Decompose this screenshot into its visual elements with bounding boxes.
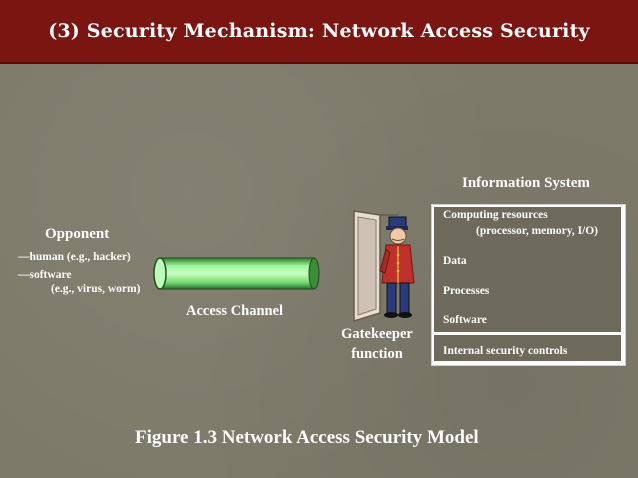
- opponent-title: Opponent: [45, 226, 110, 242]
- title-bar: (3) Security Mechanism: Network Access S…: [0, 0, 638, 64]
- slide-title: (3) Security Mechanism: Network Access S…: [48, 20, 590, 42]
- info-item-processes: Processes: [443, 285, 490, 297]
- info-item-computing-detail: (processor, memory, I/O): [476, 225, 599, 237]
- opponent-line-examples: (e.g., virus, worm): [51, 283, 141, 295]
- gatekeeper-label-line2: function: [351, 346, 403, 362]
- access-channel-pipe: [153, 257, 320, 290]
- information-system-resources-panel: [434, 207, 621, 332]
- gatekeeper-label-line1: Gatekeeper: [341, 326, 413, 342]
- gatekeeper-illustration: [353, 210, 415, 323]
- info-item-computing: Computing resources: [443, 209, 548, 221]
- internal-controls-panel: [434, 335, 621, 361]
- opponent-line-human: —human (e.g., hacker): [18, 251, 131, 263]
- info-item-software: Software: [443, 314, 487, 326]
- internal-security-controls: Internal security controls: [443, 345, 568, 357]
- opponent-line-software: —software: [18, 269, 72, 281]
- figure-caption: Figure 1.3 Network Access Security Model: [135, 427, 479, 448]
- info-item-data: Data: [443, 255, 467, 267]
- access-channel-label: Access Channel: [186, 303, 284, 319]
- information-system-title: Information System: [462, 175, 590, 191]
